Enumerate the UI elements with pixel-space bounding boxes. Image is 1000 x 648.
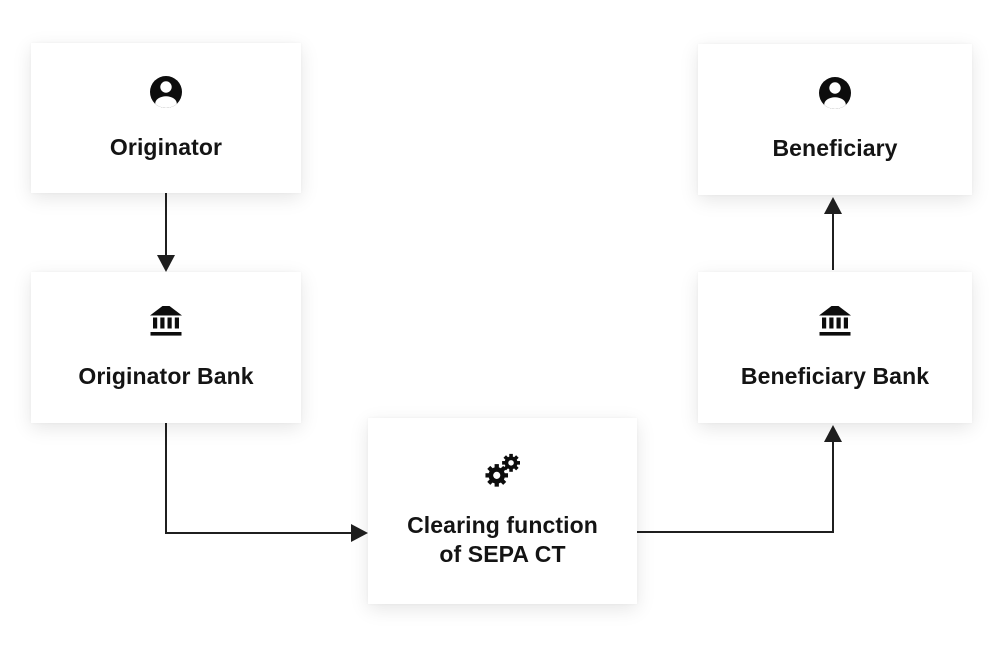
node-label: Beneficiary	[772, 135, 898, 161]
bank-icon	[819, 306, 851, 336]
node-originator-bank: Originator Bank	[31, 272, 301, 423]
arrow-originator-to-originator-bank	[157, 193, 175, 272]
node-label: Originator Bank	[78, 363, 254, 389]
person-icon	[150, 75, 182, 108]
person-icon	[819, 77, 851, 109]
node-label: Clearing function of SEPA CT	[407, 511, 598, 569]
bank-icon	[150, 306, 182, 336]
arrow-beneficiary-bank-to-beneficiary	[824, 197, 842, 270]
node-beneficiary-bank: Beneficiary Bank	[698, 272, 972, 423]
node-beneficiary: Beneficiary	[698, 44, 972, 195]
node-label-line1: Clearing function	[407, 512, 598, 538]
node-label-line2: of SEPA CT	[439, 541, 566, 567]
node-originator: Originator	[31, 43, 301, 193]
arrow-originator-bank-to-clearing	[165, 423, 368, 542]
arrow-clearing-to-beneficiary-bank	[637, 425, 842, 533]
node-label: Beneficiary Bank	[740, 363, 930, 389]
node-clearing-function: Clearing function of SEPA CT	[368, 418, 637, 604]
gears-icon	[484, 453, 520, 487]
node-label: Originator	[109, 133, 223, 160]
